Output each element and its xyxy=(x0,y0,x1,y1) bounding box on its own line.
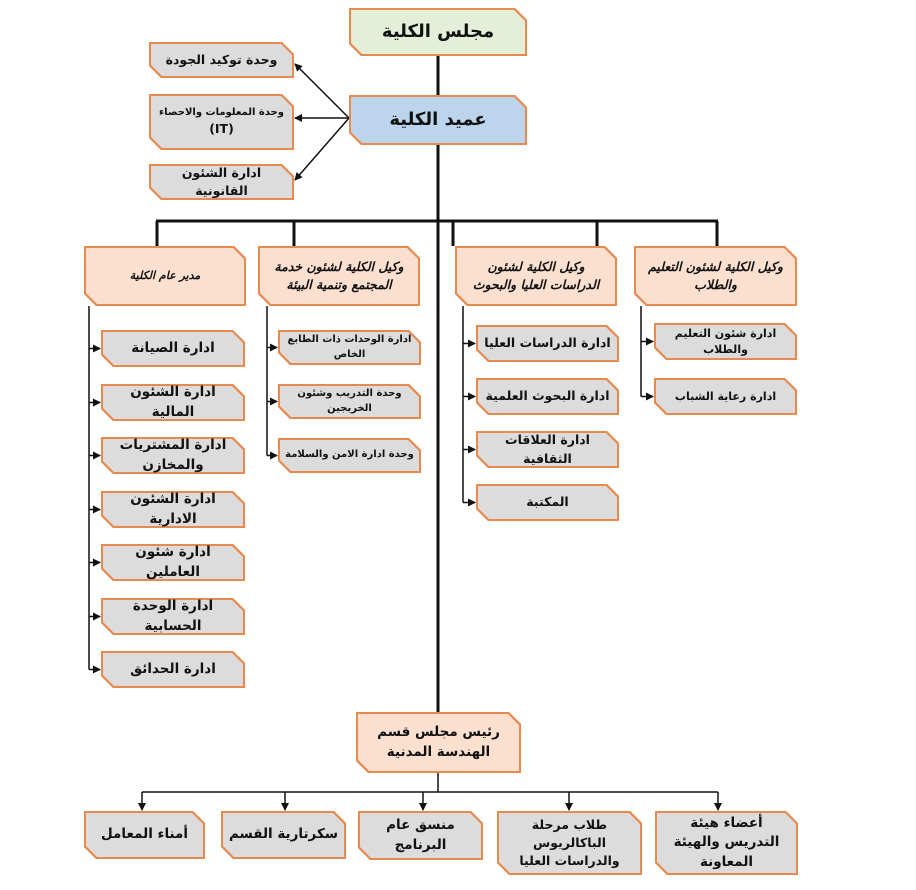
unit-label: وحدة ادارة الامن والسلامة xyxy=(285,449,414,461)
dept-child-label: منسق عام البرنامج xyxy=(386,816,455,853)
unit-label: ادارة رعاية الشباب xyxy=(674,389,777,403)
unit-label: ادارة المشتريات والمخازن xyxy=(119,436,227,473)
unit-box[interactable]: ادارة الصيانة xyxy=(101,330,245,367)
dean-unit-it[interactable]: وحدة المعلومات والاحصاء (IT) xyxy=(149,94,294,150)
unit-box[interactable]: ادارة البحوث العلمية xyxy=(476,378,619,415)
unit-label: ادارة العلاقات الثقافية xyxy=(505,432,590,466)
branch-graduate[interactable]: وكيل الكلية لشئون الدراسات العليا والبحو… xyxy=(455,246,617,306)
dept-child-label: أعضاء هيئة التدريس والهيئة المعاونة xyxy=(673,814,780,870)
unit-box[interactable]: ادارة الوحدات ذات الطابع الخاص xyxy=(278,330,421,365)
unit-label: ادارة الوحدات ذات الطابع الخاص xyxy=(287,334,412,360)
unit-box[interactable]: ادارة الشئون المالية xyxy=(101,384,245,421)
dean-unit-label: وحدة المعلومات والاحصاء xyxy=(159,106,284,118)
unit-box[interactable]: ادارة شئون العاملين xyxy=(101,544,245,581)
branch-title: وكيل الكلية لشئون الدراسات العليا والبحو… xyxy=(472,258,600,292)
unit-box[interactable]: ادارة شئون التعليم والطلاب xyxy=(654,323,797,360)
unit-label: ادارة الشئون المالية xyxy=(130,383,216,420)
council-label: مجلس الكلية xyxy=(381,20,495,42)
branch-title: وكيل الكلية لشئون خدمة المجتمع وتنمية ال… xyxy=(274,258,404,292)
unit-box[interactable]: وحدة ادارة الامن والسلامة xyxy=(278,438,421,473)
unit-label: ادارة الوحدة الحسابية xyxy=(132,597,214,634)
unit-label: ادارة الصيانة xyxy=(131,339,215,356)
department-head-box[interactable]: رئيس مجلس قسم الهندسة المدنية xyxy=(356,712,521,773)
dean-unit-legal[interactable]: ادارة الشئون القانونية xyxy=(149,164,294,200)
unit-label: ادارة الحدائق xyxy=(130,660,216,677)
unit-label: المكتبة xyxy=(526,494,569,510)
arrow-legal xyxy=(294,117,350,181)
branch-title: وكيل الكلية لشئون التعليم والطلاب xyxy=(648,258,783,292)
branch-education[interactable]: وكيل الكلية لشئون التعليم والطلاب xyxy=(634,246,797,306)
unit-box[interactable]: المكتبة xyxy=(476,484,619,521)
department-title: رئيس مجلس قسم الهندسة المدنية xyxy=(377,723,500,760)
unit-box[interactable]: ادارة الحدائق xyxy=(101,651,245,688)
unit-box[interactable]: ادارة الدراسات العليا xyxy=(476,325,619,362)
unit-label: ادارة الشئون الادارية xyxy=(130,490,216,527)
dept-child-label: أمناء المعامل xyxy=(101,826,189,843)
unit-box[interactable]: ادارة الوحدة الحسابية xyxy=(101,598,245,635)
unit-box[interactable]: ادارة الشئون الادارية xyxy=(101,491,245,528)
dept-child-faculty[interactable]: أعضاء هيئة التدريس والهيئة المعاونة xyxy=(655,811,798,875)
unit-box[interactable]: ادارة رعاية الشباب xyxy=(654,378,797,415)
dean-label: عميد الكلية xyxy=(389,108,487,130)
dept-child-coordinator[interactable]: منسق عام البرنامج xyxy=(358,811,483,860)
arrow-quality xyxy=(294,63,350,119)
dept-child-students[interactable]: طلاب مرحلة الباكالريوس والدراسات العليا xyxy=(497,811,642,875)
unit-label: ادارة شئون التعليم والطلاب xyxy=(674,326,777,356)
dept-child-labs[interactable]: أمناء المعامل xyxy=(84,811,205,859)
dept-child-secretary[interactable]: سكرتارية القسم xyxy=(221,811,346,859)
dept-child-label: طلاب مرحلة الباكالريوس والدراسات العليا xyxy=(519,816,620,869)
dean-unit-label: وحدة توكيد الجودة xyxy=(165,51,278,67)
branch-community[interactable]: وكيل الكلية لشئون خدمة المجتمع وتنمية ال… xyxy=(258,246,420,306)
unit-label: وحدة التدريب وشئون الخريجين xyxy=(297,388,402,414)
dept-child-label: سكرتارية القسم xyxy=(228,826,339,843)
dean-box[interactable]: عميد الكلية xyxy=(349,95,527,145)
branch-title: مدير عام الكلية xyxy=(129,269,201,283)
unit-label: ادارة شئون العاملين xyxy=(135,543,211,580)
dean-unit-label: ادارة الشئون القانونية xyxy=(181,164,262,198)
unit-label: ادارة الدراسات العليا xyxy=(484,335,611,351)
council-box[interactable]: مجلس الكلية xyxy=(349,8,527,56)
dean-unit-quality[interactable]: وحدة توكيد الجودة xyxy=(149,42,294,78)
branch-general-manager[interactable]: مدير عام الكلية xyxy=(84,246,246,306)
unit-box[interactable]: ادارة العلاقات الثقافية xyxy=(476,431,619,468)
unit-label: ادارة البحوث العلمية xyxy=(485,388,610,404)
unit-box[interactable]: ادارة المشتريات والمخازن xyxy=(101,437,245,474)
unit-box[interactable]: وحدة التدريب وشئون الخريجين xyxy=(278,384,421,419)
dean-unit-sub: (IT) xyxy=(209,121,234,136)
